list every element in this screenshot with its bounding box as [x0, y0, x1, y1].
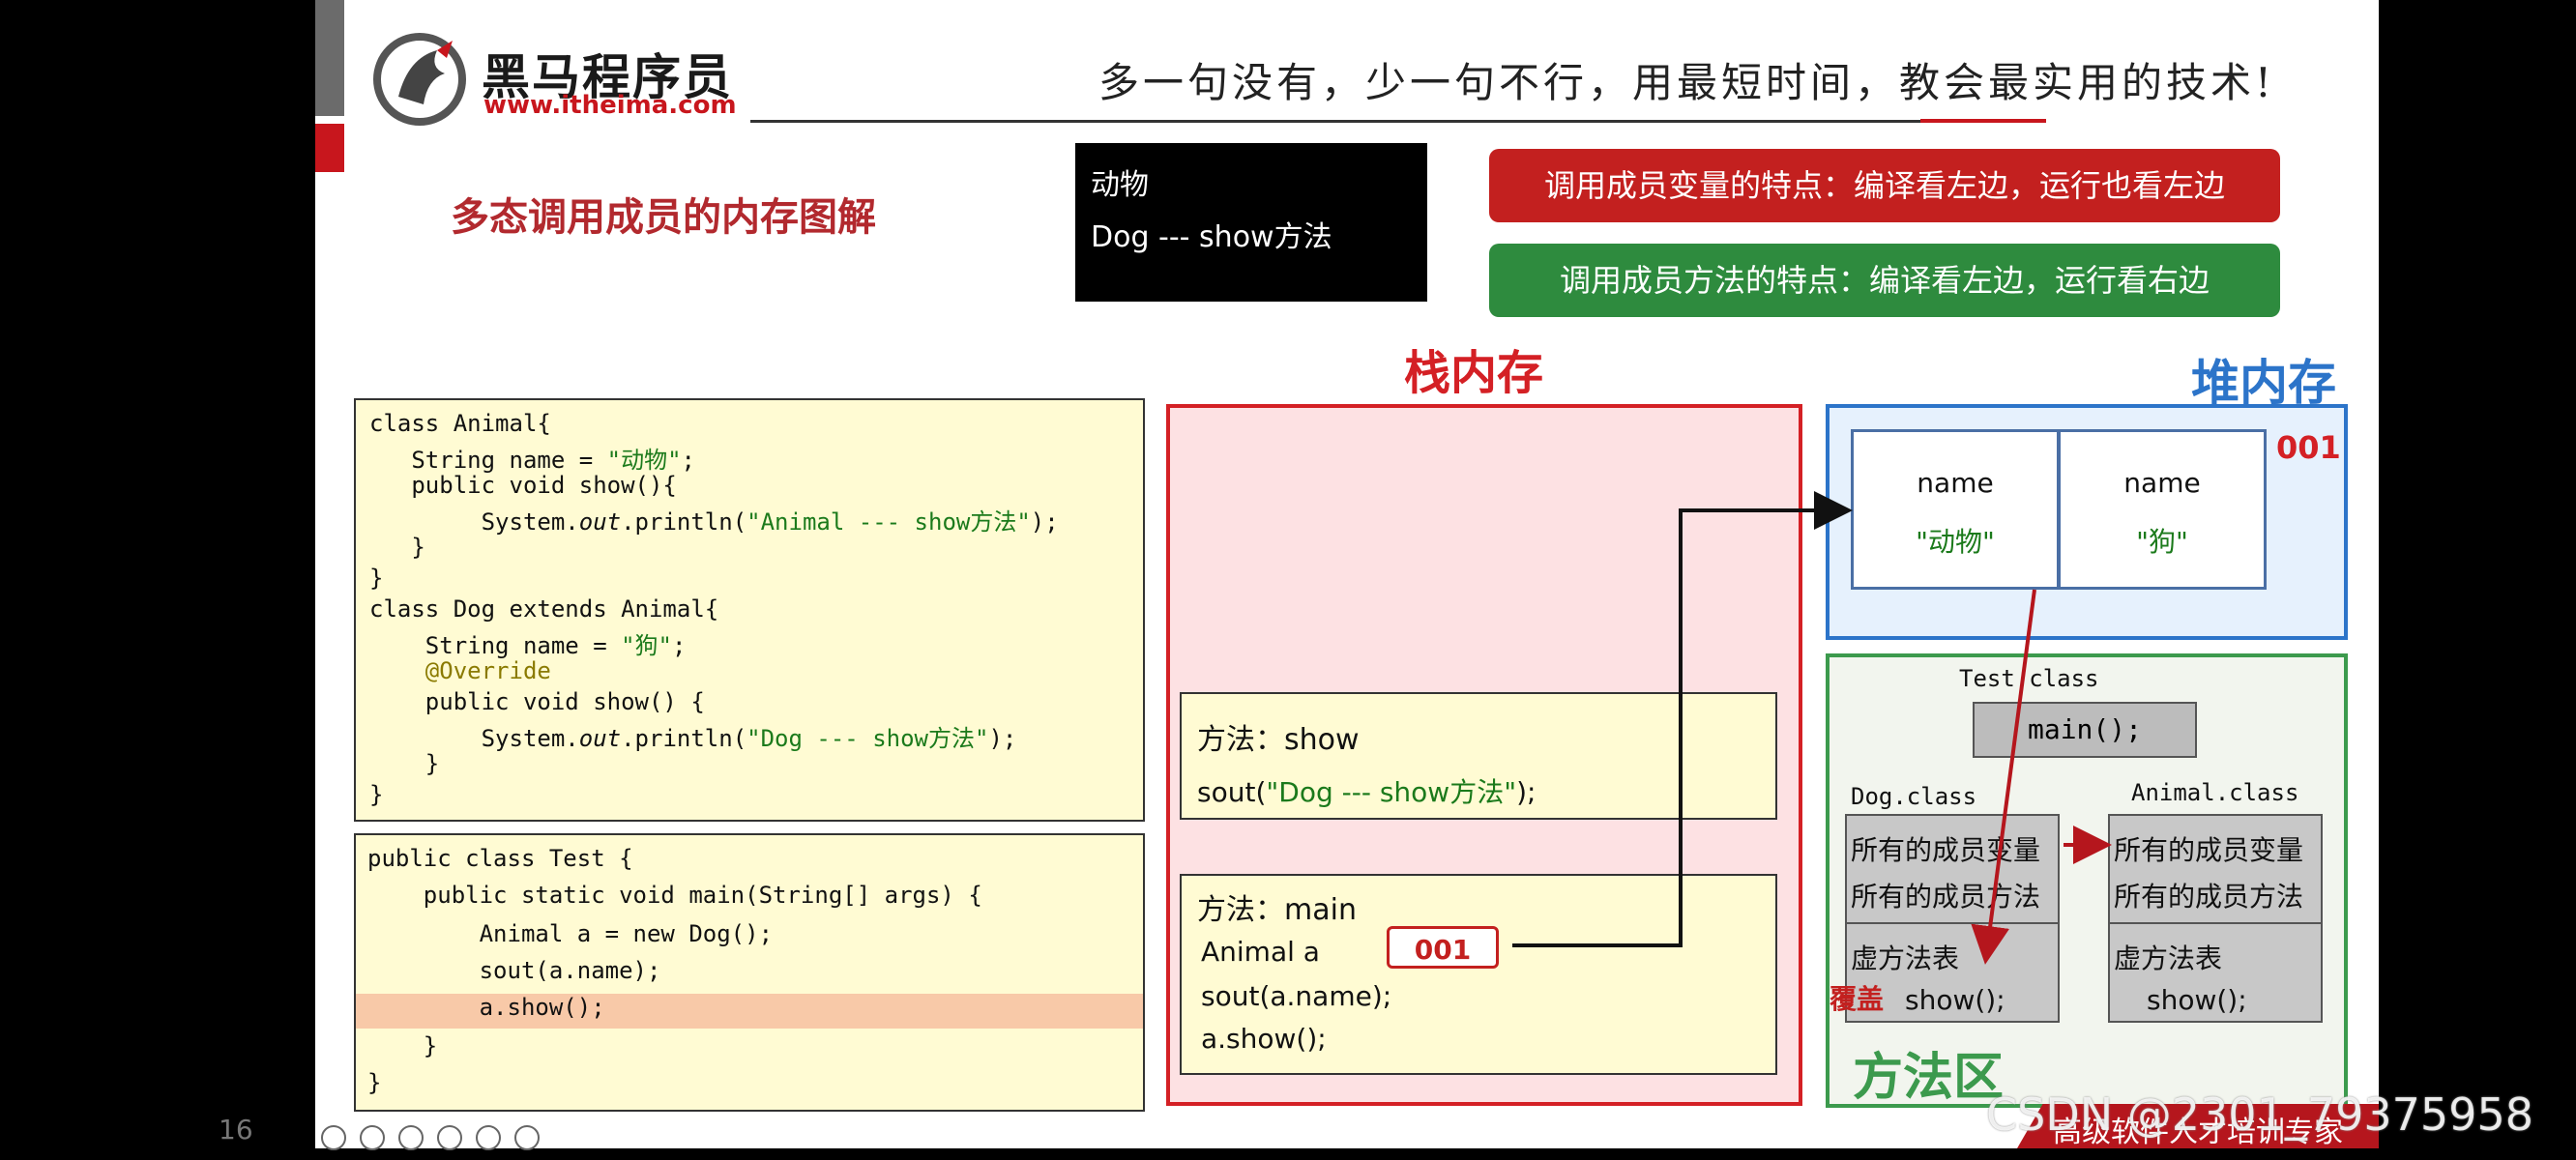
code-line: }: [367, 1069, 382, 1096]
code-line: }: [369, 565, 384, 592]
logo-name: 黑马程序员: [482, 49, 733, 105]
method-area-title: 方法区: [1853, 1049, 2005, 1107]
code-line: public static void main(String[] args) {: [367, 882, 982, 909]
code-line: Animal a = new Dog();: [367, 920, 774, 947]
code-line: }: [369, 781, 384, 808]
banner-field-rule: 调用成员变量的特点：编译看左边，运行也看左边: [1489, 149, 2280, 222]
code-line: System.out.println("Animal --- show方法");: [369, 508, 1059, 536]
code-line: }: [367, 1032, 438, 1059]
code-line: public void show(){: [369, 472, 677, 499]
reference-address-tag: 001: [1387, 926, 1499, 969]
current-line-highlight: [356, 994, 1143, 1029]
frame-label: 方法：main: [1197, 893, 1357, 927]
frame-line: sout(a.name);: [1201, 980, 1392, 1012]
dog-class-label: Dog.class: [1851, 783, 1977, 810]
page-number: 16: [219, 1114, 253, 1146]
code-block-test: public class Test { public static void m…: [354, 833, 1145, 1112]
code-block-classes: class Animal{ String name = "动物"; public…: [354, 398, 1145, 822]
override-label: 覆盖: [1830, 983, 1885, 1015]
code-line: public void show() {: [369, 688, 705, 715]
code-line: @Override: [369, 657, 551, 684]
stack-title: 栈内存: [1404, 346, 1544, 400]
frame-line: sout("Dog --- show方法");: [1197, 776, 1537, 808]
stack-frame-main: 方法：main Animal a sout(a.name); a.show();: [1180, 874, 1777, 1075]
heap-title: 堆内存: [2191, 355, 2336, 411]
code-line: System.out.println("Dog --- show方法");: [369, 725, 1017, 752]
footer-slogan: 高级软件人才培训专家: [2053, 1116, 2343, 1148]
heap-field-dog-name: name "狗": [2058, 429, 2267, 590]
slide-title: 多态调用成员的内存图解: [451, 195, 876, 240]
code-line: String name = "动物";: [369, 447, 695, 474]
slide: 黑马程序员 www.itheima.com 多一句没有，少一句不行，用最短时间，…: [315, 0, 2379, 1148]
heap-object-address: 001: [2276, 429, 2341, 466]
animal-class-box: 所有的成员变量 所有的成员方法 虚方法表 show();: [2108, 814, 2323, 1023]
pen-icon: [398, 1125, 424, 1150]
console-output: 动物 Dog --- show方法: [1075, 143, 1427, 302]
logo-url: www.itheima.com: [483, 91, 737, 120]
side-accent-gray: [315, 0, 344, 116]
code-line: sout(a.name);: [367, 957, 661, 984]
banner-method-rule: 调用成员方法的特点：编译看左边，运行看右边: [1489, 244, 2280, 317]
zoom-icon: [476, 1125, 501, 1150]
csdn-watermark: CSDN @2301_79375958: [1986, 1088, 2533, 1141]
output-line: Dog --- show方法: [1091, 220, 1332, 254]
header-divider-accent: [1920, 119, 2046, 123]
code-line: public class Test {: [367, 845, 633, 872]
slide-toolbar[interactable]: [319, 1121, 561, 1154]
header-divider: [750, 120, 2046, 123]
main-method-box: main();: [1973, 702, 2197, 758]
horse-logo-icon: [373, 33, 466, 126]
animal-class-label: Animal.class: [2131, 779, 2299, 806]
prev-icon: [321, 1125, 346, 1150]
side-accent-red: [315, 124, 344, 172]
code-line: class Animal{: [369, 410, 551, 437]
test-class-label: Test.class: [1959, 665, 2099, 692]
grid-icon: [437, 1125, 462, 1150]
next-icon: [360, 1125, 385, 1150]
code-line: }: [369, 534, 425, 561]
output-line: 动物: [1091, 168, 1149, 202]
more-icon: [514, 1125, 540, 1150]
code-line: a.show();: [367, 994, 605, 1021]
code-line: class Dog extends Animal{: [369, 595, 719, 623]
code-line: }: [369, 750, 440, 777]
stack-frame-show: 方法：show sout("Dog --- show方法");: [1180, 692, 1777, 820]
frame-label: 方法：show: [1197, 723, 1360, 757]
header-slogan: 多一句没有，少一句不行，用最短时间，教会最实用的技术!: [1098, 59, 2275, 106]
frame-var: Animal a: [1201, 936, 1320, 968]
code-line: String name = "狗";: [369, 632, 687, 659]
frame-line: a.show();: [1201, 1023, 1327, 1055]
heap-field-animal-name: name "动物": [1851, 429, 2060, 590]
